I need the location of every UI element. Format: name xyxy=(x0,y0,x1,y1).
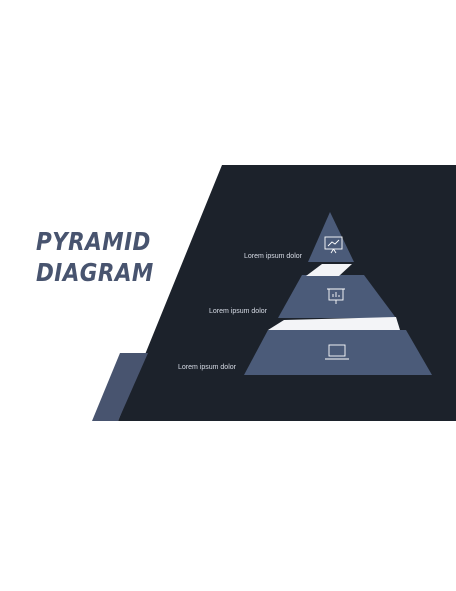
pyramid-separator-lower xyxy=(268,317,400,330)
pyramid-middle-tier xyxy=(278,275,396,318)
pyramid-label-bottom: Lorem ipsum dolor xyxy=(178,364,236,371)
pyramid-label-middle: Lorem ipsum dolor xyxy=(209,308,267,315)
presentation-board-icon xyxy=(324,236,343,254)
pyramid-label-top: Lorem ipsum dolor xyxy=(244,253,302,260)
pyramid-bottom-tier xyxy=(244,330,432,375)
bar-chart-easel-icon xyxy=(327,288,345,304)
laptop-icon xyxy=(325,344,349,360)
dark-background-panel xyxy=(118,165,456,421)
title-line-2: DIAGRAM xyxy=(36,258,154,287)
pyramid-separator-upper xyxy=(306,264,352,276)
title-line-1: PYRAMID xyxy=(36,227,151,256)
accent-parallelogram xyxy=(92,353,148,421)
